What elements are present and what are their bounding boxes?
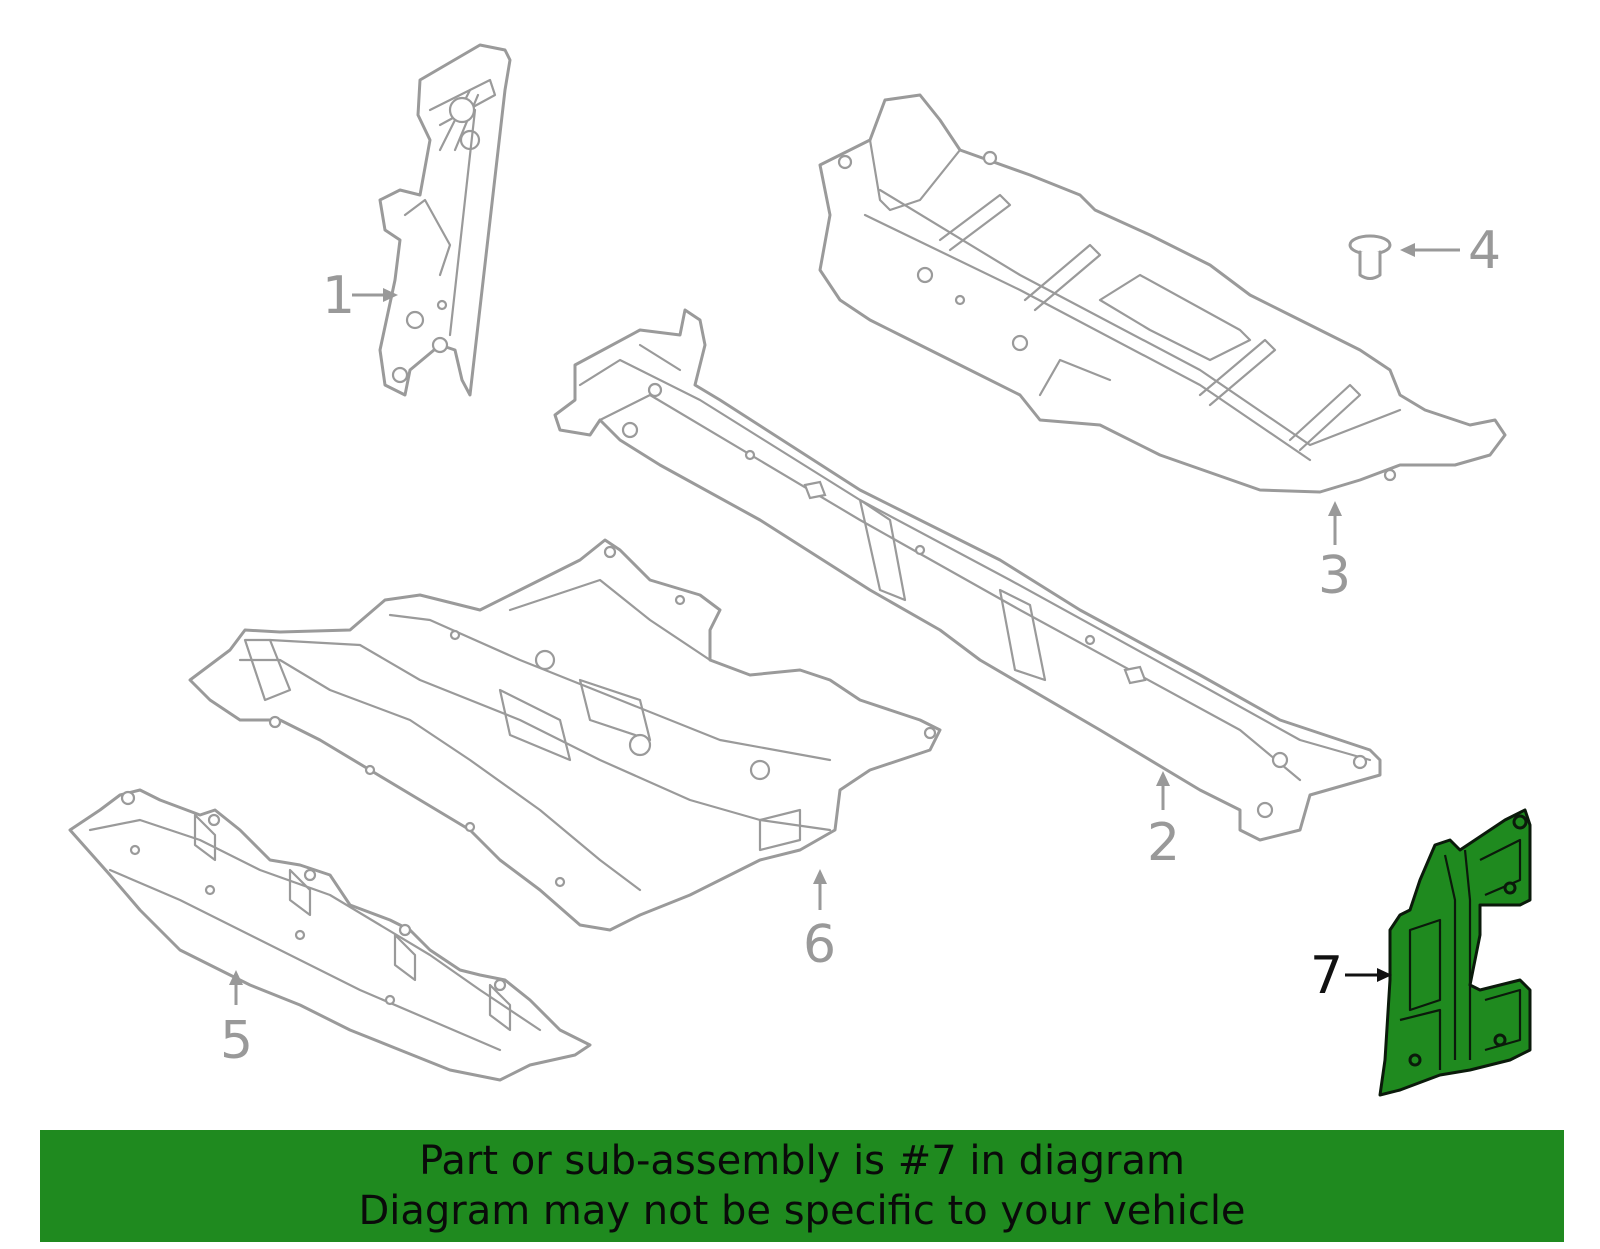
banner-line-2: Diagram may not be specific to your vehi… bbox=[358, 1188, 1246, 1234]
callout-2: 2 bbox=[1147, 813, 1180, 873]
callout-6: 6 bbox=[803, 915, 836, 975]
callout-1: 1 bbox=[322, 266, 355, 326]
parts-diagram: 1 2 3 4 5 6 7 bbox=[68, 43, 1532, 1097]
info-banner: Part or sub-assembly is #7 in diagram Di… bbox=[40, 1130, 1564, 1242]
callout-4: 4 bbox=[1468, 221, 1501, 281]
part-7-deflector-highlighted[interactable] bbox=[1378, 808, 1532, 1097]
callout-5: 5 bbox=[220, 1011, 253, 1071]
part-6-underbody[interactable] bbox=[188, 538, 942, 932]
part-5-splash-shield[interactable] bbox=[68, 788, 592, 1082]
banner-line-1: Part or sub-assembly is #7 in diagram bbox=[419, 1138, 1185, 1184]
callout-7: 7 bbox=[1310, 946, 1343, 1006]
part-2-crossmember[interactable] bbox=[553, 308, 1382, 842]
callout-3: 3 bbox=[1318, 546, 1351, 606]
part-1-bracket[interactable] bbox=[378, 43, 512, 397]
part-4-clip[interactable] bbox=[1348, 234, 1392, 280]
callout-arrows bbox=[229, 243, 1460, 1005]
part-3-cover[interactable] bbox=[818, 93, 1507, 494]
